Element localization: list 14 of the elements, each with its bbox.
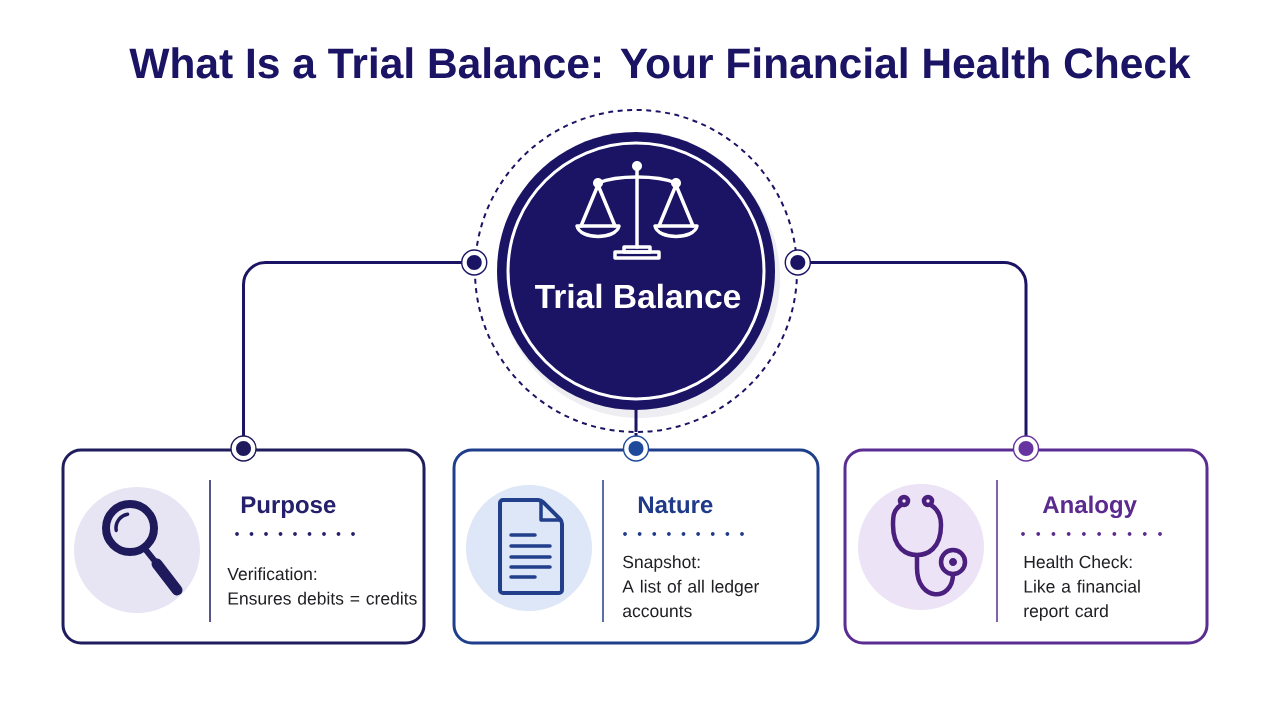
- card-subtitle: Snapshot:: [623, 555, 700, 572]
- card-heading: Analogy: [1042, 495, 1137, 519]
- card-text: A list of all ledger accounts: [622, 579, 760, 618]
- circle-node: Trial Balance: [474, 109, 798, 433]
- connector: [784, 249, 1040, 462]
- connector: [230, 249, 488, 462]
- card-heading: Purpose: [241, 496, 336, 518]
- card-text: Like a financial report card: [1024, 579, 1140, 621]
- card-heading: Nature: [638, 496, 713, 514]
- card-subtitle: Health Check:: [1024, 555, 1132, 569]
- card-text: Ensures debits = credits: [228, 591, 417, 605]
- title: What Is a Trial Balance: Your Financial Health Check: [129, 47, 1191, 79]
- card-subtitle: Verification:: [227, 567, 317, 581]
- connector: [622, 433, 650, 462]
